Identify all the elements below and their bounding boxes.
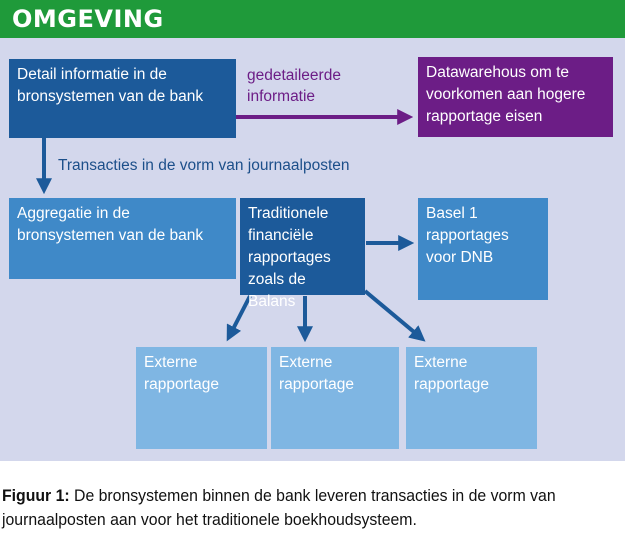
box-externe-rapportage-1: Externe rapportage	[136, 347, 267, 449]
box-datawarehouse: Datawarehous om te voorkomen aan hogere …	[418, 57, 613, 137]
box-externe-rapportage-2: Externe rapportage	[271, 347, 399, 449]
caption-text: De bronsystemen binnen de bank leveren t…	[2, 486, 556, 529]
caption-label: Figuur 1:	[2, 486, 70, 505]
box-aggregatie: Aggregatie in de bronsystemen van de ban…	[9, 198, 236, 279]
box-externe-rapportage-3: Externe rapportage	[406, 347, 537, 449]
box-basel-1: Basel 1 rapportages voor DNB	[418, 198, 548, 300]
figure-caption: Figuur 1: De bronsystemen binnen de bank…	[2, 484, 579, 532]
arrow-traditionele-to-extern3	[363, 289, 426, 342]
box-traditionele-rapportages: Traditionele financiële rapportages zoal…	[240, 198, 365, 310]
header-bar: OMGEVING	[0, 0, 625, 38]
arrow-traditionele-to-extern1	[226, 295, 252, 342]
header-title: OMGEVING	[12, 5, 164, 33]
box-detail-informatie: Detail informatie in de bronsystemen van…	[9, 59, 236, 138]
label-transacties: Transacties in de vorm van journaalposte…	[58, 157, 350, 174]
label-gedetailleerde-informatie: gedetaileerde informatie	[247, 67, 341, 105]
